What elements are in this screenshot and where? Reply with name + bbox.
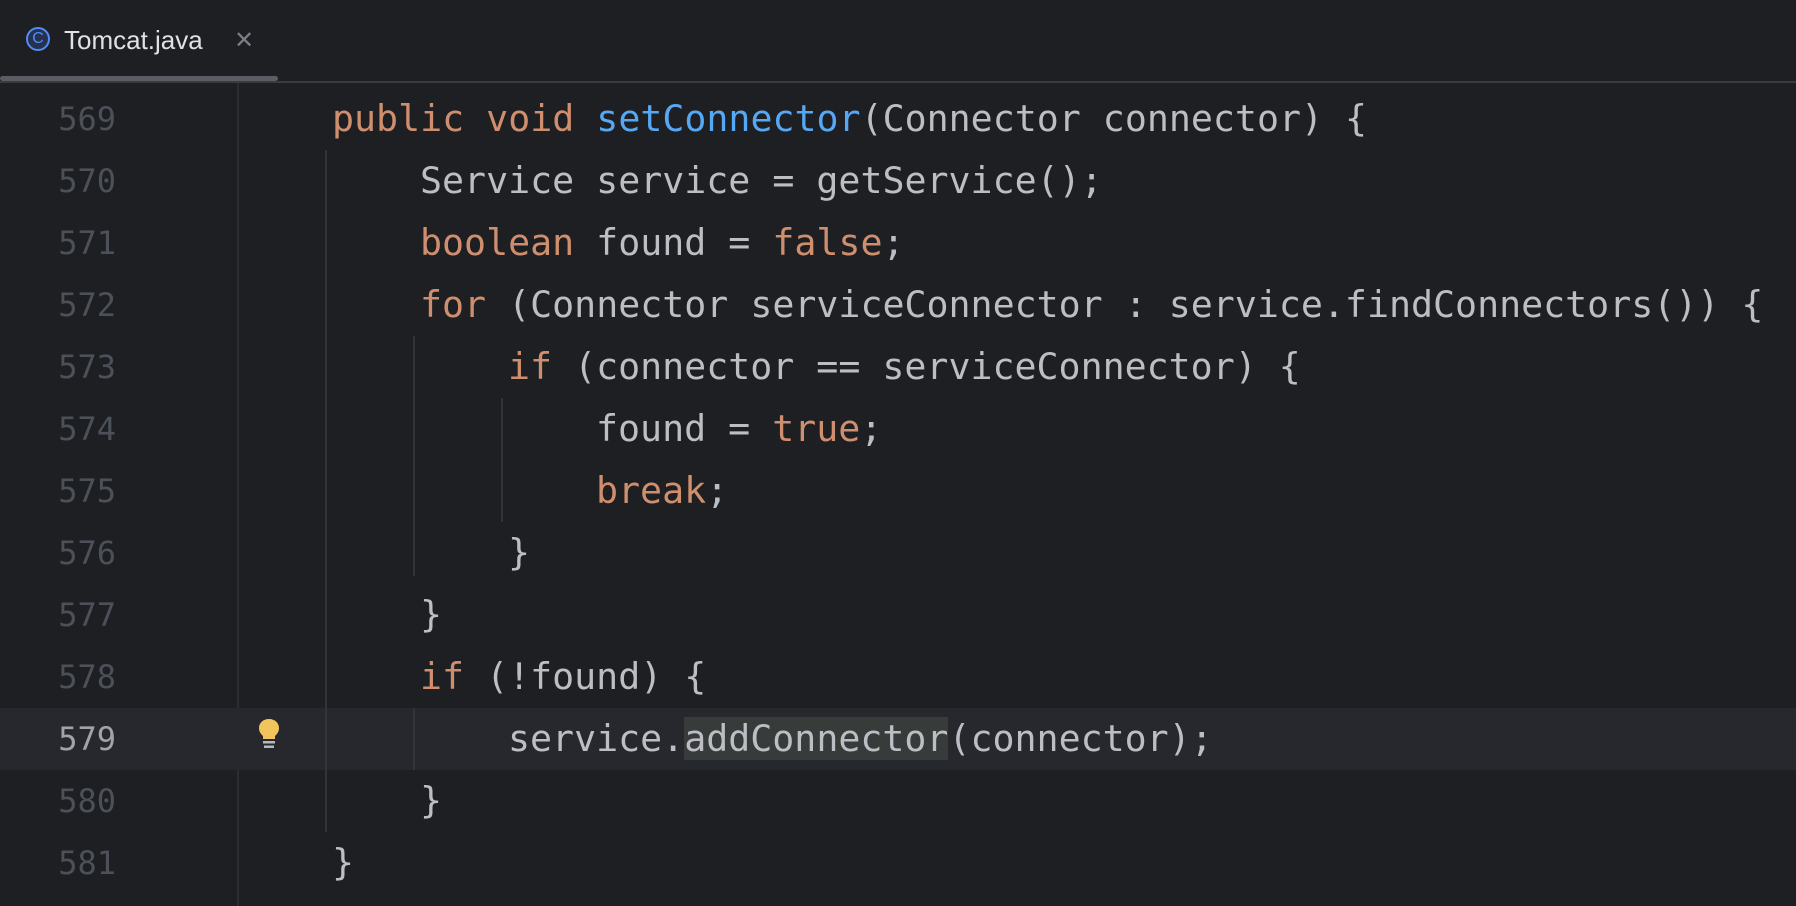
line-number[interactable]: 576 [58, 534, 116, 572]
code-token: (Connector connector) { [860, 97, 1368, 140]
indent-guide [413, 708, 415, 770]
code-token: ; [706, 469, 729, 512]
code-line[interactable]: 573 if (connector == serviceConnector) { [0, 336, 1796, 398]
code-token: (connector); [948, 717, 1213, 760]
code-token: } [508, 531, 531, 574]
code-token: } [420, 779, 443, 822]
java-class-icon: C [26, 27, 50, 51]
code-text[interactable]: break; [596, 460, 728, 522]
code-token [464, 97, 486, 140]
code-line[interactable]: 579 service.addConnector(connector); [0, 708, 1796, 770]
code-token: (Connector serviceConnector : service.fi… [486, 283, 1764, 326]
code-text[interactable]: } [420, 770, 442, 832]
code-token: ; [860, 407, 883, 450]
keyword-token: break [596, 469, 707, 512]
code-token: } [420, 593, 443, 636]
code-line[interactable]: 570 Service service = getService(); [0, 150, 1796, 212]
indent-guide [413, 336, 415, 576]
line-number[interactable]: 579 [58, 720, 116, 758]
code-line[interactable]: 576} [0, 522, 1796, 584]
code-text[interactable]: } [332, 832, 354, 894]
code-text[interactable]: boolean found = false; [420, 212, 905, 274]
code-token: ; [882, 221, 905, 264]
code-token: } [332, 841, 355, 884]
keyword-token: boolean [420, 221, 575, 264]
code-token: (connector == serviceConnector) { [552, 345, 1301, 388]
code-token: Service service = getService(); [420, 159, 1103, 202]
line-number[interactable]: 581 [58, 844, 116, 882]
code-text[interactable]: Service service = getService(); [420, 150, 1103, 212]
gutter-divider [237, 83, 239, 906]
code-text[interactable]: public void setConnector(Connector conne… [332, 88, 1367, 150]
editor-tab-bar: C Tomcat.java ✕ [0, 0, 1796, 83]
tab-label: Tomcat.java [64, 25, 203, 55]
code-line[interactable]: 569 public void setConnector(Connector co… [0, 88, 1796, 150]
line-number[interactable]: 578 [58, 658, 116, 696]
code-line[interactable]: 578 if (!found) { [0, 646, 1796, 708]
indent-guide [325, 150, 327, 832]
code-line[interactable]: 571 boolean found = false; [0, 212, 1796, 274]
code-text[interactable]: for (Connector serviceConnector : servic… [420, 274, 1763, 336]
line-number[interactable]: 574 [58, 410, 116, 448]
line-number[interactable]: 575 [58, 472, 116, 510]
keyword-token: true [772, 407, 861, 450]
keyword-token: public [332, 97, 465, 140]
active-tab-indicator [0, 76, 278, 81]
keyword-token: false [772, 221, 883, 264]
code-line[interactable]: 575 break; [0, 460, 1796, 522]
code-line[interactable]: 572 for (Connector serviceConnector : ser… [0, 274, 1796, 336]
code-text[interactable]: } [508, 522, 530, 584]
code-text[interactable]: } [420, 584, 442, 646]
line-number[interactable]: 570 [58, 162, 116, 200]
code-text[interactable]: found = true; [596, 398, 882, 460]
highlighted-usage-token: addConnector [684, 717, 949, 760]
lightbulb-icon[interactable] [258, 718, 280, 750]
line-number[interactable]: 580 [58, 782, 116, 820]
line-number[interactable]: 572 [58, 286, 116, 324]
line-number[interactable]: 571 [58, 224, 116, 262]
line-number[interactable]: 569 [58, 100, 116, 138]
code-line[interactable]: 577} [0, 584, 1796, 646]
tab-tomcat-java[interactable]: C Tomcat.java ✕ [0, 0, 278, 81]
code-text[interactable]: service.addConnector(connector); [508, 708, 1213, 770]
code-token: service. [508, 717, 685, 760]
keyword-token: if [508, 345, 553, 388]
code-token [574, 97, 596, 140]
code-line[interactable]: 574 found = true; [0, 398, 1796, 460]
line-number[interactable]: 577 [58, 596, 116, 634]
code-text[interactable]: if (connector == serviceConnector) { [508, 336, 1301, 398]
keyword-token: void [486, 97, 575, 140]
method-name-token: setConnector [596, 97, 861, 140]
close-icon[interactable]: ✕ [234, 26, 255, 54]
code-token: found = [596, 407, 773, 450]
code-token: found = [574, 221, 773, 264]
keyword-token: if [420, 655, 465, 698]
code-line[interactable]: 581} [0, 832, 1796, 894]
code-text[interactable]: if (!found) { [420, 646, 706, 708]
keyword-token: for [420, 283, 487, 326]
line-number[interactable]: 573 [58, 348, 116, 386]
code-token: (!found) { [464, 655, 707, 698]
code-line[interactable]: 580} [0, 770, 1796, 832]
indent-guide [501, 398, 503, 522]
